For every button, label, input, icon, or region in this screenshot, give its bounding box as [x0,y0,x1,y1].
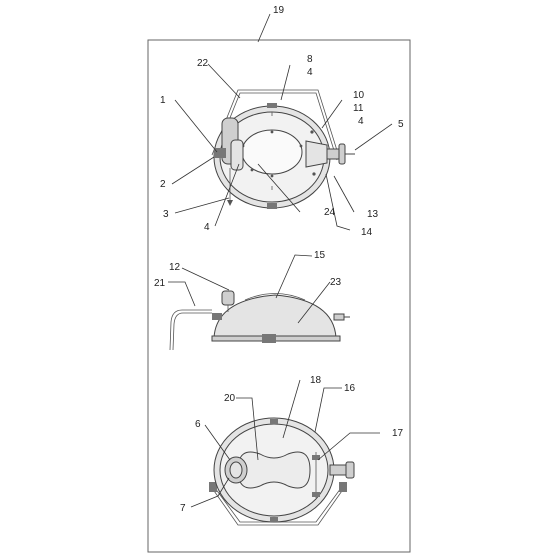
callout-19: 19 [273,5,285,16]
callout-13: 13 [367,209,379,220]
callout-14: 14 [361,227,373,238]
callout-17: 17 [392,428,404,439]
callout-16: 16 [344,383,356,394]
callout-4-top: 4 [307,67,313,78]
callout-24: 24 [324,207,336,218]
right-handwheel-block [305,140,328,168]
callout-7: 7 [180,503,186,514]
callout-4-left: 4 [204,222,210,233]
callout-20: 20 [224,393,236,404]
callout-11: 11 [353,103,364,114]
callout-21: 21 [154,278,166,289]
callout-8: 8 [307,54,313,65]
callout-3: 3 [163,209,169,220]
diagram-frame [147,39,411,553]
callout-23: 23 [330,277,342,288]
top-view-manhole-cover [211,89,355,209]
bottom-bracket [211,487,345,526]
callout-1: 1 [160,95,166,106]
leader-lines [168,13,393,508]
side-view-manhole-cover [169,290,350,351]
callout-labels: 19 22 8 4 10 11 4 5 1 2 3 4 24 13 14 15 … [154,5,404,514]
callout-2: 2 [160,179,166,190]
bottom-inner-opening [237,451,311,489]
bottom-view-manhole-cover [209,417,355,526]
callout-10: 10 [353,90,365,101]
side-drain-pipe [169,309,212,351]
callout-18: 18 [310,375,322,386]
callout-12: 12 [169,262,181,273]
callout-4-right: 4 [358,116,364,127]
callout-6: 6 [195,419,201,430]
callout-5: 5 [398,119,404,130]
top-inner-window [241,129,303,175]
callout-22: 22 [197,58,209,69]
callout-15: 15 [314,250,326,261]
right-handwheel [338,143,346,165]
